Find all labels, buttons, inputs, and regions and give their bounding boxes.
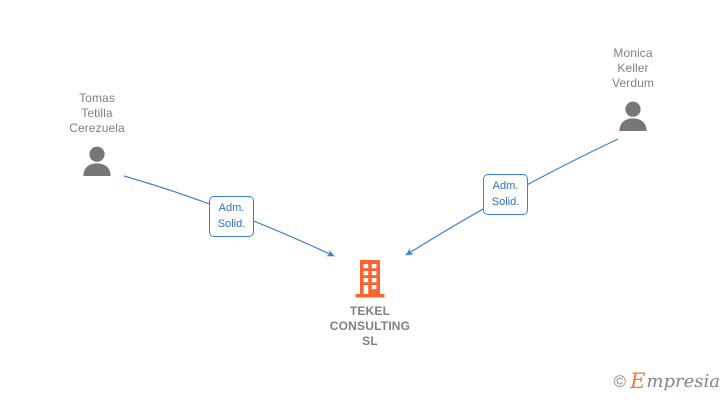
person-name-label: Tomas Tetilla Cerezuela [69, 91, 125, 135]
person-icon [619, 101, 647, 131]
person-name-label: Monica Keller Verdum [612, 46, 654, 90]
company-name-label: TEKEL CONSULTING SL [329, 304, 411, 348]
node-person-monica-keller-verdum[interactable]: Monica Keller Verdum [558, 46, 708, 132]
brand-initial: E [630, 369, 646, 393]
edge-label-adm-solid-right[interactable]: Adm. Solid. [483, 174, 528, 215]
node-person-tomas-tetilla-cerezuela[interactable]: Tomas Tetilla Cerezuela [22, 91, 172, 177]
edge-label-adm-solid-left[interactable]: Adm. Solid. [209, 196, 254, 237]
node-company-tekel-consulting-sl[interactable]: TEKEL CONSULTING SL [290, 259, 450, 349]
person-icon [83, 146, 111, 176]
copyright-icon: © [613, 372, 627, 391]
empresia-watermark: © E mpresia [614, 371, 720, 392]
brand-name: mpresia [646, 370, 720, 392]
building-icon [355, 260, 385, 298]
